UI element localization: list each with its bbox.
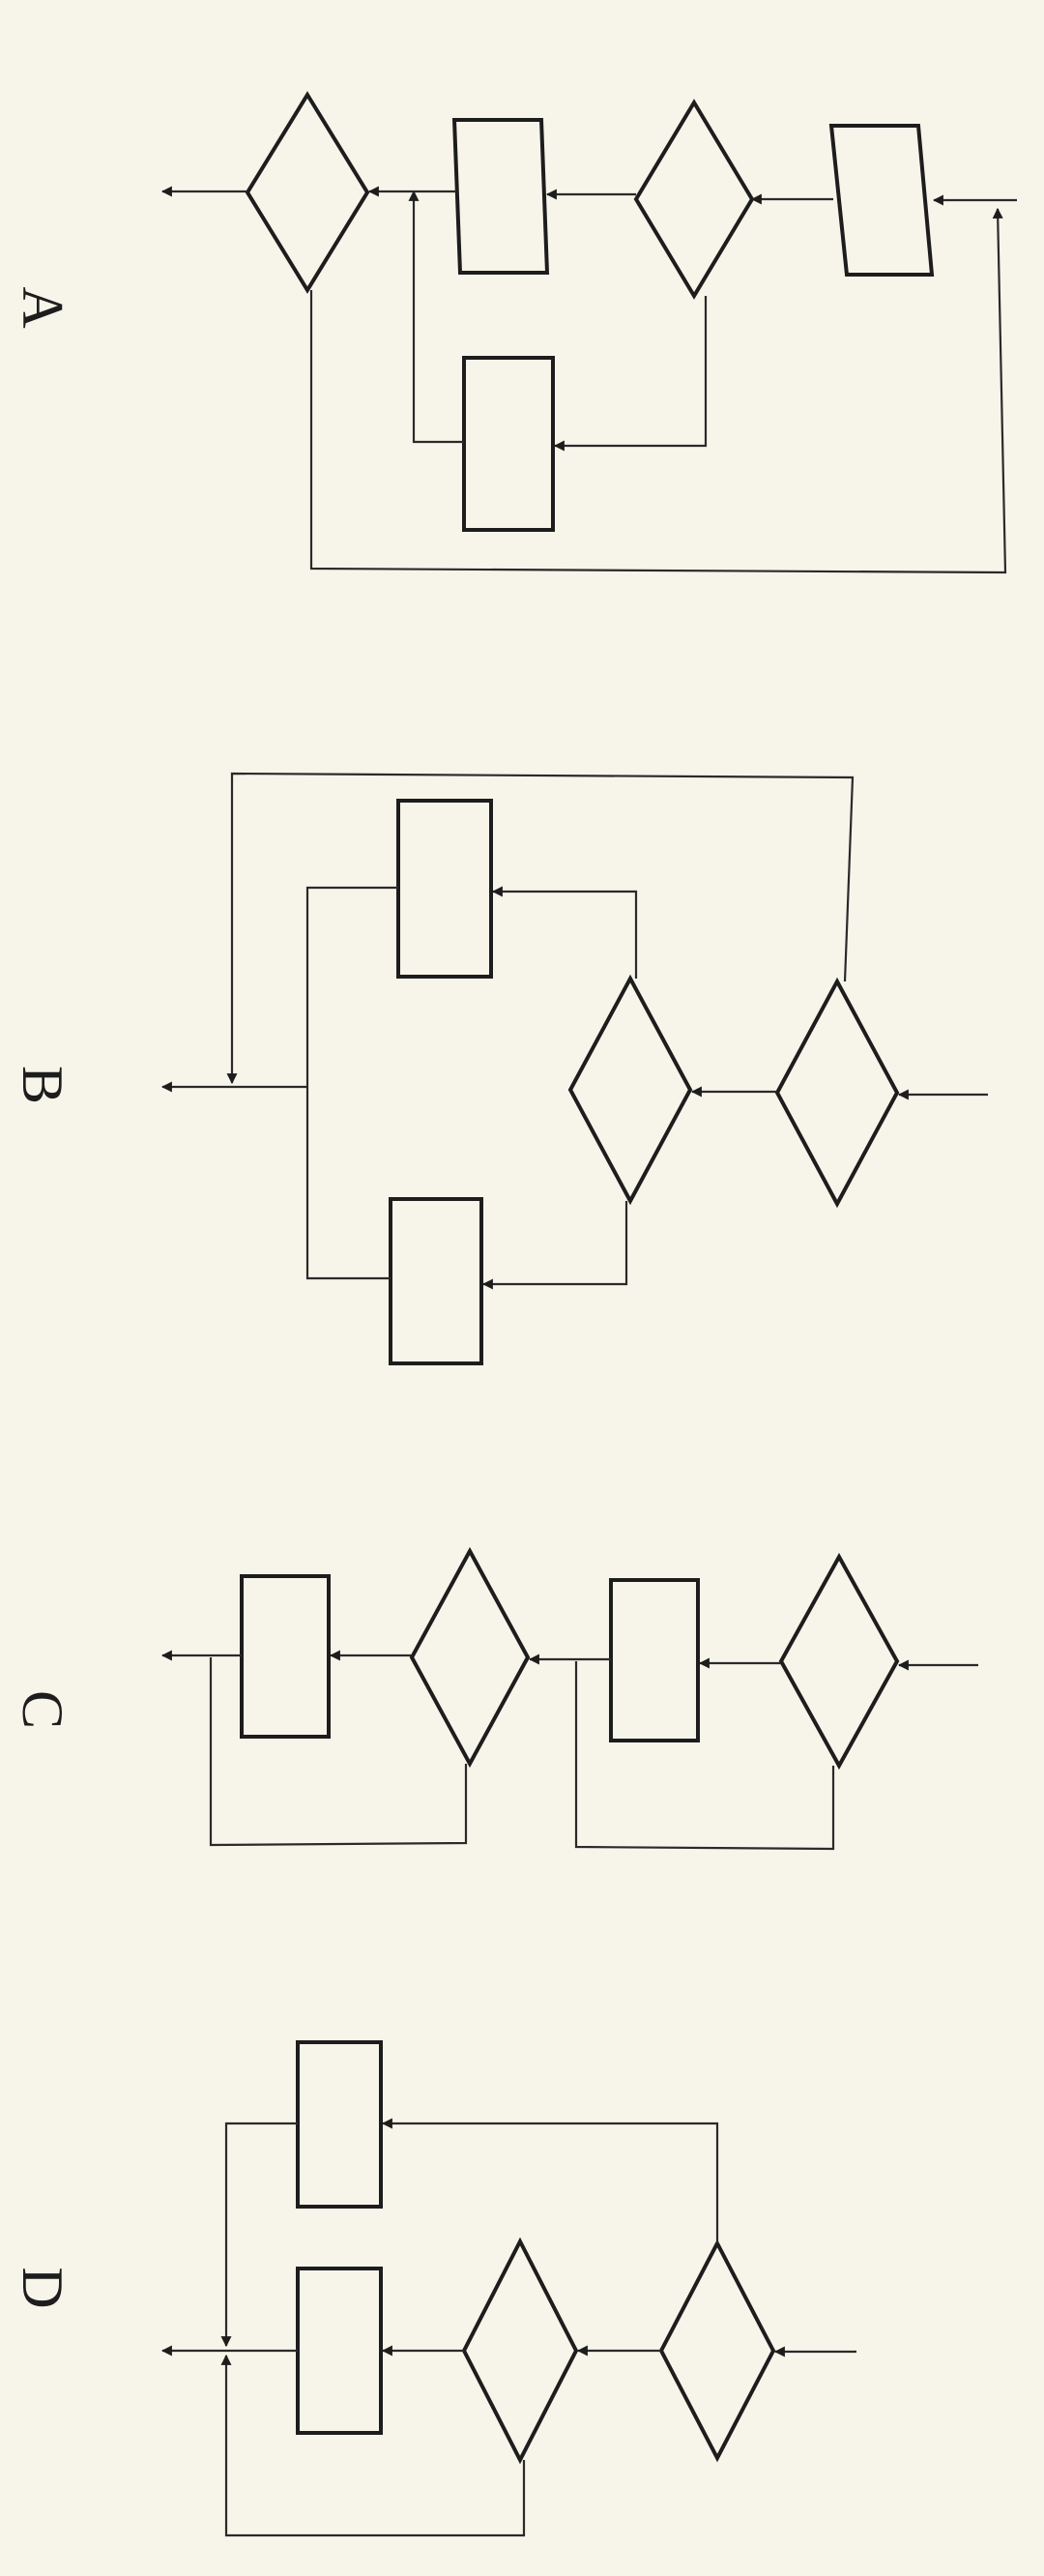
arrow-b-bottom-merge <box>305 1087 391 1280</box>
process-a-input <box>828 124 935 277</box>
panel-label-b: B <box>11 1066 74 1104</box>
decision-c-first <box>778 1552 900 1771</box>
arrow-d-upper-merge <box>220 2122 298 2348</box>
arrow-c-first-bypass <box>574 1661 835 1851</box>
arrow-b-bypass <box>226 772 855 1085</box>
decision-b-entry <box>774 977 900 1209</box>
decision-a-output <box>245 91 370 294</box>
decision-d-entry <box>658 2239 776 2463</box>
arrow-b-top-merge <box>305 886 398 1087</box>
arrow-a-loop-back <box>309 207 1007 574</box>
flowchart-c: C <box>11 1546 978 1851</box>
panel-label-a: A <box>11 286 74 328</box>
arrow-d-entry-branch <box>381 2118 719 2243</box>
process-a-upper <box>451 118 550 275</box>
arrow-c-second-bypass <box>209 1657 468 1847</box>
flowchart-d: D <box>11 2040 856 2537</box>
process-c-first <box>609 1578 700 1742</box>
process-d-lower <box>296 2267 383 2435</box>
arrow-b-split-top <box>491 886 638 979</box>
decision-d-inner <box>461 2237 579 2465</box>
decision-c-second <box>409 1546 531 1769</box>
process-d-upper <box>296 2040 383 2209</box>
panel-label-c: C <box>11 1690 74 1729</box>
flowchart-b: B <box>11 772 988 1365</box>
arrow-d-inner-bypass <box>220 2354 526 2537</box>
decision-b-split <box>567 974 693 1206</box>
arrow-b-split-bottom <box>481 1201 628 1290</box>
panel-label-d: D <box>11 2267 74 2308</box>
process-b-top <box>396 799 493 979</box>
decision-a-branch <box>633 99 755 300</box>
process-b-bottom <box>389 1197 483 1365</box>
process-a-branch <box>462 356 555 532</box>
process-c-second <box>240 1574 331 1739</box>
arrow-a-branch-rejoin <box>408 190 464 444</box>
flowchart-a: A <box>11 91 1017 574</box>
arrow-a-decision-branch <box>553 296 708 452</box>
